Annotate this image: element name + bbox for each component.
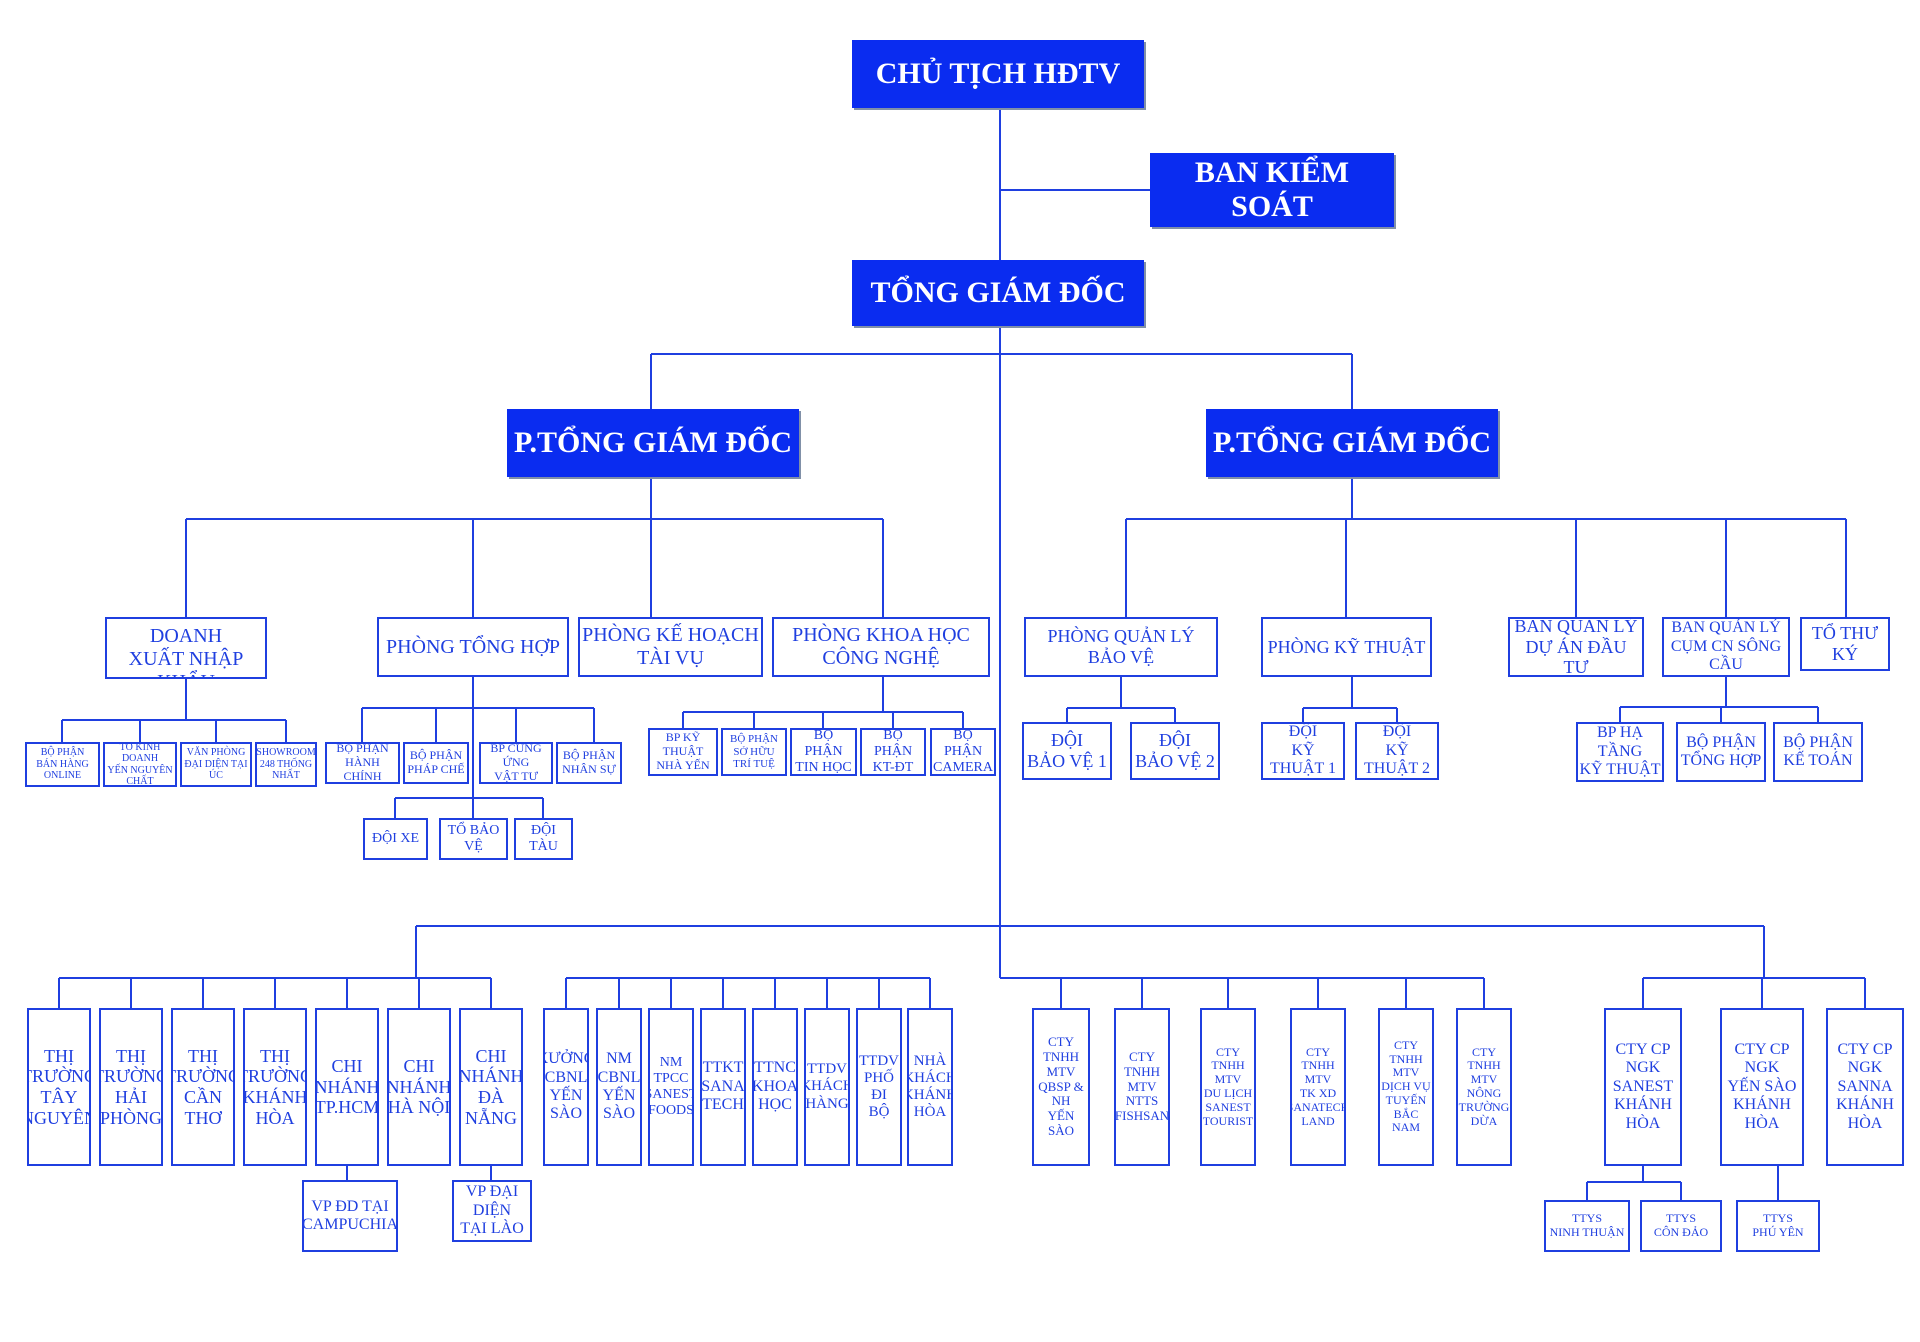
unit-hanh-chinh: BỘ PHẬN HÀNH CHÍNH bbox=[325, 742, 400, 784]
unit-ky-thuat-2: ĐỘI KỸ THUẬT 2 bbox=[1355, 722, 1439, 780]
chairman-box: CHỦ TỊCH HĐTV bbox=[852, 40, 1144, 108]
unit-tong-hop-cum: BỘ PHẬN TỔNG HỢP bbox=[1676, 722, 1766, 782]
dept-ke-hoach: PHÒNG KẾ HOẠCH TÀI VỤ bbox=[578, 617, 763, 677]
unit-kt-dt: BỘ PHẬN KT-ĐT bbox=[860, 728, 926, 776]
unit-camera: BỘ PHẬN CAMERA bbox=[930, 728, 996, 776]
unit-bp-ky-thuat-nha-yen: BP KỸ THUẬT NHÀ YẾN bbox=[648, 728, 718, 776]
branch-da-nang: CHI NHÁNH ĐÀ NẴNG bbox=[459, 1008, 523, 1166]
dept-tong-hop: PHÒNG TỔNG HỢP bbox=[377, 617, 569, 677]
unit-doi-tau: ĐỘI TÀU bbox=[514, 818, 573, 860]
deputy-ceo-right-box: P.TỔNG GIÁM ĐỐC bbox=[1206, 409, 1498, 477]
unit-ke-toan: BỘ PHẬN KẾ TOÁN bbox=[1773, 722, 1863, 782]
dept-quan-ly-bao-ve: PHÒNG QUẢN LÝ BẢO VỆ bbox=[1024, 617, 1218, 677]
unit-so-huu-tri-tue: BỘ PHẬN SỞ HỮU TRÍ TUỆ bbox=[721, 728, 787, 776]
jsc-sanna: CTY CP NGK SANNA KHÁNH HÒA bbox=[1826, 1008, 1904, 1166]
market-can-tho: THỊ TRƯỜNG CẦN THƠ bbox=[171, 1008, 235, 1166]
company-fishsan: CTY TNHH MTV NTTS FISHSAN bbox=[1114, 1008, 1170, 1166]
dept-khoa-hoc: PHÒNG KHOA HỌC CÔNG NGHỆ bbox=[772, 617, 990, 677]
ttys-phu-yen: TTYS PHÚ YÊN bbox=[1736, 1200, 1820, 1252]
unit-to-kinh-doanh: TỔ KINH DOANH YẾN NGUYÊN CHẤT bbox=[103, 742, 177, 787]
unit-bao-ve-2: ĐỘI BẢO VỆ 2 bbox=[1130, 722, 1220, 780]
factory-nm-cbnl: NM CBNL YẾN SÀO bbox=[596, 1008, 642, 1166]
company-bac-nam: CTY TNHH MTV DỊCH VỤ TUYẾN BẮC NAM bbox=[1378, 1008, 1434, 1166]
unit-showroom: SHOWROOM 248 THỐNG NHẤT bbox=[255, 742, 317, 787]
unit-doi-xe: ĐỘI XE bbox=[363, 818, 428, 860]
center-ttdv-khach-hang: TTDV KHÁCH HÀNG bbox=[804, 1008, 850, 1166]
unit-nhan-su: BỘ PHẬN NHÂN SỰ bbox=[556, 742, 622, 784]
unit-phap-che: BỘ PHẬN PHÁP CHẾ bbox=[403, 742, 469, 784]
market-khanh-hoa: THỊ TRƯỜNG KHÁNH HÒA bbox=[243, 1008, 307, 1166]
unit-vp-dai-dien-uc: VĂN PHÒNG ĐẠI DIỆN TẠI ÚC bbox=[180, 742, 252, 787]
office-lao: VP ĐẠI DIỆN TẠI LÀO bbox=[452, 1180, 532, 1242]
dept-kinh-doanh: PHÒNG KINH DOANH XUẤT NHẬP KHẨU bbox=[105, 617, 267, 679]
center-ttnc: TTNC KHOA HỌC bbox=[752, 1008, 798, 1166]
unit-bao-ve-1: ĐỘI BẢO VỆ 1 bbox=[1022, 722, 1112, 780]
company-nong-truong-dua: CTY TNHH MTV NÔNG TRƯỜNG DỪA bbox=[1456, 1008, 1512, 1166]
office-campuchia: VP ĐD TẠI CAMPUCHIA bbox=[302, 1180, 398, 1252]
jsc-yen-sao: CTY CP NGK YẾN SÀO KHÁNH HÒA bbox=[1720, 1008, 1804, 1166]
unit-to-bao-ve: TỔ BẢO VỆ bbox=[439, 818, 508, 860]
market-tay-nguyen: THỊ TRƯỜNG TÂY NGUYÊN bbox=[27, 1008, 91, 1166]
factory-nm-tpcc: NM TPCC SANEST FOODS bbox=[648, 1008, 694, 1166]
center-ttdv-pho-di-bo: TTDV PHỐ ĐI BỘ bbox=[856, 1008, 902, 1166]
dept-to-thu-ky: TỔ THƯ KÝ bbox=[1800, 617, 1890, 671]
unit-ha-tang-ky-thuat: BP HẠ TẦNG KỸ THUẬT bbox=[1576, 722, 1664, 782]
company-sanest-tourist: CTY TNHH MTV DU LỊCH SANEST TOURIST bbox=[1200, 1008, 1256, 1166]
ttys-ninh-thuan: TTYS NINH THUẬN bbox=[1544, 1200, 1630, 1252]
company-qbsp: CTY TNHH MTV QBSP & NH YẾN SÀO bbox=[1032, 1008, 1090, 1166]
unit-ban-hang-online: BỘ PHẬN BÁN HÀNG ONLINE bbox=[25, 742, 100, 787]
dept-ky-thuat: PHÒNG KỸ THUẬT bbox=[1261, 617, 1432, 677]
deputy-ceo-left-box: P.TỔNG GIÁM ĐỐC bbox=[507, 409, 799, 477]
guesthouse-khanh-hoa: NHÀ KHÁCH KHÁNH HÒA bbox=[907, 1008, 953, 1166]
dept-ban-ql-du-an: BAN QUẢN LÝ DỰ ÁN ĐẦU TƯ bbox=[1508, 617, 1644, 677]
ttys-con-dao: TTYS CÔN ĐẢO bbox=[1640, 1200, 1722, 1252]
unit-tin-hoc: BỘ PHẬN TIN HỌC bbox=[790, 728, 857, 776]
dept-ban-ql-cum-cn: BAN QUẢN LÝ CỤM CN SÔNG CẦU bbox=[1662, 617, 1790, 677]
ceo-box: TỔNG GIÁM ĐỐC bbox=[852, 260, 1144, 326]
unit-cung-ung: BP CUNG ỨNG VẬT TƯ bbox=[479, 742, 553, 784]
factory-xuong-cbnl: XƯỞNG CBNL YẾN SÀO bbox=[543, 1008, 589, 1166]
jsc-sanest: CTY CP NGK SANEST KHÁNH HÒA bbox=[1604, 1008, 1682, 1166]
market-hai-phong: THỊ TRƯỜNG HẢI PHÒNG bbox=[99, 1008, 163, 1166]
unit-ky-thuat-1: ĐỘI KỸ THUẬT 1 bbox=[1261, 722, 1345, 780]
branch-ha-noi: CHI NHÁNH HÀ NỘI bbox=[387, 1008, 451, 1166]
supervisory-board-box: BAN KIỂM SOÁT bbox=[1150, 153, 1394, 227]
branch-tp-hcm: CHI NHÁNH TP.HCM bbox=[315, 1008, 379, 1166]
center-ttkt-sanatech: TTKT SANA TECH bbox=[700, 1008, 746, 1166]
